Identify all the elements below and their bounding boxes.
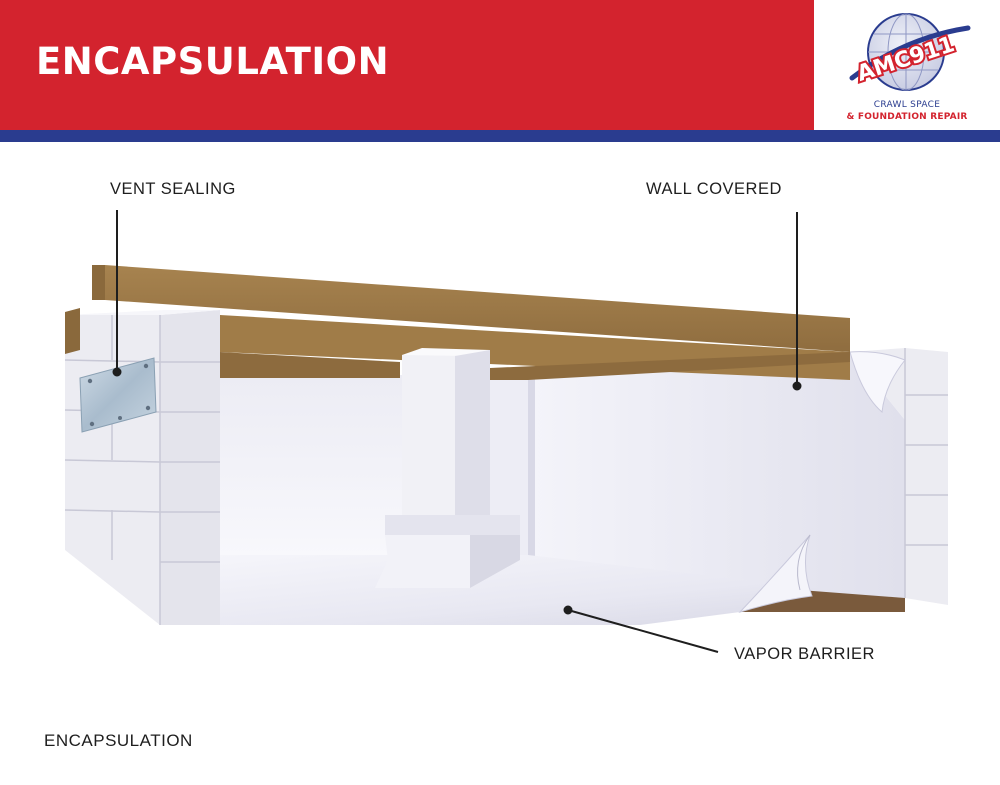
header-banner: ENCAPSULATION AMC911 CRAWL SPACE & FOUND…: [0, 0, 1000, 142]
crawl-space-illustration: [64, 210, 948, 653]
exposed-dirt: [740, 590, 905, 612]
main-beam-top: [105, 265, 850, 352]
right-wall-column: [850, 348, 948, 605]
logo-tagline-1: CRAWL SPACE: [873, 100, 941, 110]
vapor-barrier-label: VAPOR BARRIER: [734, 645, 875, 663]
header-red-band: ENCAPSULATION: [0, 0, 814, 130]
globe-logo-icon: AMC911: [849, 13, 971, 91]
page-title: ENCAPSULATION: [36, 40, 390, 83]
floor-peel-curl: [738, 534, 813, 614]
company-logo: AMC911 CRAWL SPACE & FOUNDATION REPAIR: [814, 0, 1000, 130]
crawl-space-diagram: VENT SEALING WALL COVERED VAPOR BARRIER: [0, 142, 1000, 780]
wall-peel-curl: [849, 351, 906, 413]
callout-lines: [112, 210, 802, 653]
vent-sealing-label: VENT SEALING: [110, 180, 236, 198]
vapor-barrier-pointer: [567, 609, 719, 653]
vapor-barrier-floor: [160, 555, 905, 625]
right-covered-wall: [528, 352, 905, 598]
wall-covered-label: WALL COVERED: [646, 180, 782, 198]
left-beam-end: [65, 308, 80, 354]
diagram-caption: ENCAPSULATION: [44, 731, 193, 750]
logo-tagline-2: & FOUNDATION REPAIR: [846, 112, 968, 122]
vent-seal-cover: [79, 357, 157, 433]
header-blue-stripe: [0, 130, 1000, 142]
back-wall-left: [220, 375, 405, 560]
back-wall-middle: [490, 378, 528, 558]
